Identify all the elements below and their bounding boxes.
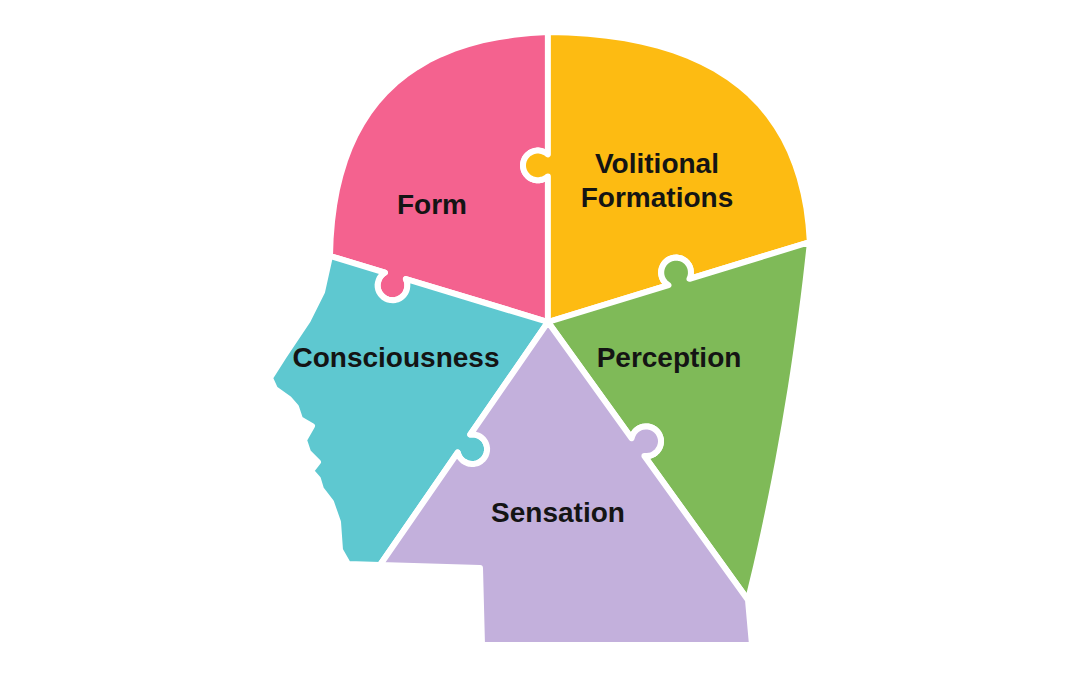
piece-outline xyxy=(375,317,757,650)
piece-label: Volitional Formations xyxy=(567,147,747,214)
piece-label: Form xyxy=(372,188,492,222)
puzzle-piece: Sensation xyxy=(375,317,757,650)
piece-label: Consciousness xyxy=(281,341,511,375)
piece-label: Perception xyxy=(574,341,764,375)
piece-shape xyxy=(380,322,752,645)
piece-label: Sensation xyxy=(468,496,648,530)
